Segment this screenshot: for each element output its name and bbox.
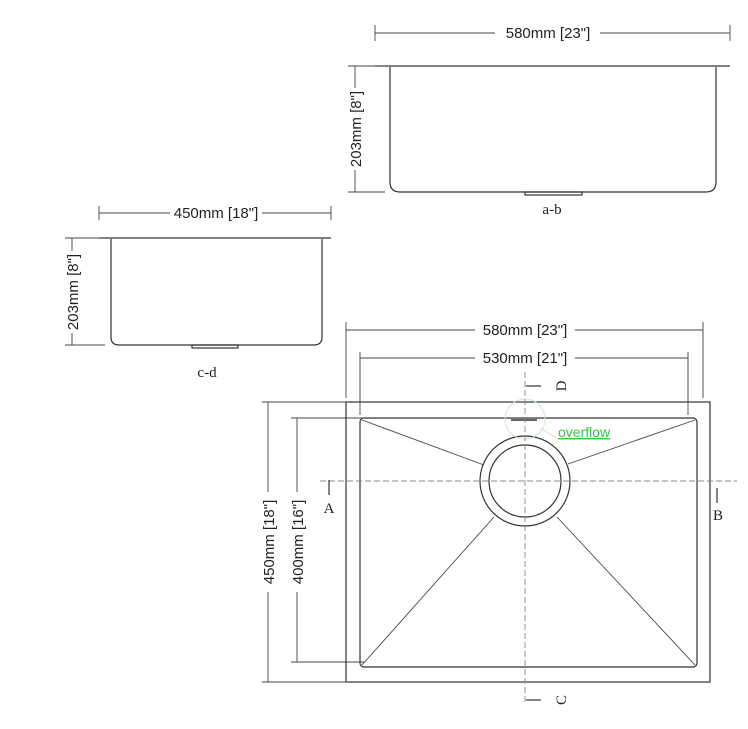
- inner-width-dimension: 530mm [21"]: [483, 350, 568, 367]
- section-marker-b: B: [713, 508, 723, 524]
- section-marker-c: C: [554, 695, 570, 705]
- section-marker-a: A: [324, 501, 335, 517]
- side-view-cd: 450mm [18"] 203mm [8"] c-d: [65, 205, 332, 381]
- sink-outer-rim: [345, 401, 711, 683]
- cd-width-dimension: 450mm [18"]: [174, 205, 259, 222]
- cd-height-dimension: 203mm [8"]: [65, 254, 82, 330]
- sink-bowl: [359, 417, 698, 668]
- drain-cd: [191, 344, 239, 349]
- outer-width-dimension: 580mm [23"]: [483, 322, 568, 339]
- inner-depth-dimension: 400mm [16"]: [290, 500, 307, 585]
- outer-depth-dimension: 450mm [18"]: [261, 500, 278, 585]
- ab-height-dimension: 203mm [8"]: [348, 91, 365, 167]
- overflow-label: overflow: [558, 424, 611, 440]
- section-label-ab: a-b: [542, 202, 561, 218]
- drain-ab: [524, 191, 583, 196]
- side-view-ab: 580mm [23"] 203mm [8"] a-b: [348, 25, 731, 218]
- ab-width-dimension: 580mm [23"]: [506, 25, 591, 42]
- section-marker-d: D: [554, 380, 570, 391]
- section-label-cd: c-d: [197, 365, 217, 381]
- top-view: 580mm [23"] 530mm [21"] overflow 450mm […: [261, 322, 737, 705]
